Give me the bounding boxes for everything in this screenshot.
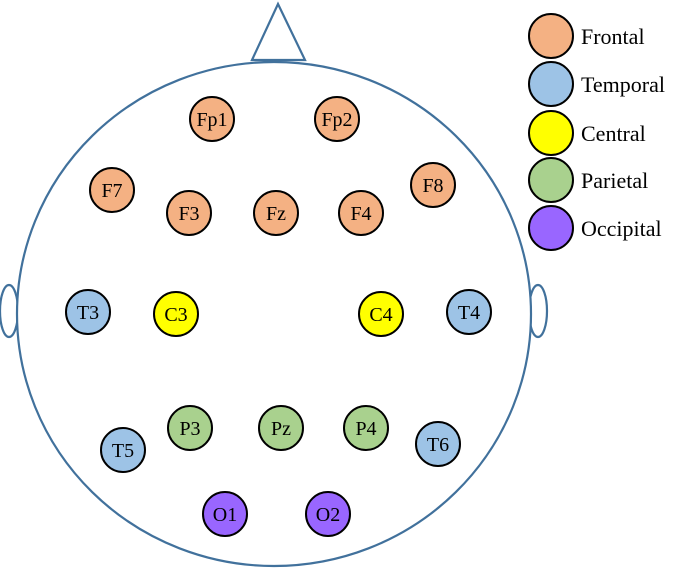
electrode-p4-label: P4 — [355, 418, 376, 440]
electrode-fp2: Fp2 — [314, 96, 360, 142]
electrode-fp1-label: Fp1 — [196, 109, 227, 131]
electrode-pz-dot — [258, 405, 304, 451]
legend-label-parietal: Parietal — [581, 168, 648, 193]
electrode-f8-label: F8 — [422, 175, 443, 197]
electrode-t5-label: T5 — [112, 440, 134, 462]
legend-item-temporal: Temporal — [528, 61, 665, 107]
electrode-fz: Fz — [253, 190, 299, 236]
electrode-t4-label: T4 — [458, 302, 480, 324]
electrode-t6-dot — [415, 421, 461, 467]
electrode-t3-label: T3 — [77, 302, 99, 324]
electrode-fz-label: Fz — [266, 203, 286, 225]
electrode-p4: P4 — [343, 405, 389, 451]
electrode-fz-dot — [253, 190, 299, 236]
electrode-o2-label: O2 — [316, 504, 340, 526]
electrode-f3: F3 — [166, 190, 212, 236]
legend-label-central: Central — [581, 121, 646, 146]
electrode-f3-dot — [166, 190, 212, 236]
legend-swatch-central — [528, 110, 574, 156]
electrode-c3-dot — [153, 291, 199, 337]
left-ear-shape — [0, 283, 20, 339]
electrode-p4-dot — [343, 405, 389, 451]
electrode-t5: T5 — [100, 427, 146, 473]
legend-item-central: Central — [528, 110, 646, 156]
electrode-fp1: Fp1 — [189, 96, 235, 142]
legend-item-frontal: Frontal — [528, 13, 645, 59]
electrode-o2: O2 — [305, 491, 351, 537]
electrode-f4-label: F4 — [350, 203, 371, 225]
legend-item-parietal: Parietal — [528, 157, 648, 203]
electrode-t3-dot — [65, 289, 111, 335]
legend-item-occipital: Occipital — [528, 205, 662, 251]
legend-label-occipital: Occipital — [581, 216, 662, 241]
legend-swatch-frontal — [528, 13, 574, 59]
legend-swatch-occipital — [528, 205, 574, 251]
head-outline — [0, 1, 549, 568]
electrode-o1: O1 — [202, 491, 248, 537]
electrode-p3: P3 — [167, 405, 213, 451]
electrode-c3: C3 — [153, 291, 199, 337]
electrode-f7-label: F7 — [101, 180, 122, 202]
electrode-c3-label: C3 — [164, 304, 187, 326]
electrode-fp2-dot — [314, 96, 360, 142]
electrode-o1-label: O1 — [213, 504, 237, 526]
electrode-f8-dot — [410, 162, 456, 208]
electrode-c4: C4 — [358, 291, 404, 337]
electrode-t6-label: T6 — [427, 434, 449, 456]
electrode-o2-dot — [305, 491, 351, 537]
electrode-f4: F4 — [338, 190, 384, 236]
nose-shape — [250, 1, 307, 62]
electrode-t3: T3 — [65, 289, 111, 335]
electrode-pz-label: Pz — [271, 418, 291, 440]
legend-label-frontal: Frontal — [581, 24, 645, 49]
electrode-f7: F7 — [89, 167, 135, 213]
electrode-p3-label: P3 — [179, 418, 200, 440]
head-shape — [15, 60, 533, 568]
electrode-c4-label: C4 — [369, 304, 392, 326]
electrode-pz: Pz — [258, 405, 304, 451]
electrode-fp1-dot — [189, 96, 235, 142]
electrode-t5-dot — [100, 427, 146, 473]
legend-swatch-parietal — [528, 157, 574, 203]
legend-swatch-temporal — [528, 61, 574, 107]
electrode-p3-dot — [167, 405, 213, 451]
electrode-fp2-label: Fp2 — [321, 109, 352, 131]
electrode-f4-dot — [338, 190, 384, 236]
electrode-t4-dot — [446, 289, 492, 335]
electrode-t4: T4 — [446, 289, 492, 335]
electrode-t6: T6 — [415, 421, 461, 467]
electrode-f3-label: F3 — [178, 203, 199, 225]
electrode-f8: F8 — [410, 162, 456, 208]
electrode-c4-dot — [358, 291, 404, 337]
legend-label-temporal: Temporal — [581, 72, 665, 97]
electrode-o1-dot — [202, 491, 248, 537]
electrode-f7-dot — [89, 167, 135, 213]
